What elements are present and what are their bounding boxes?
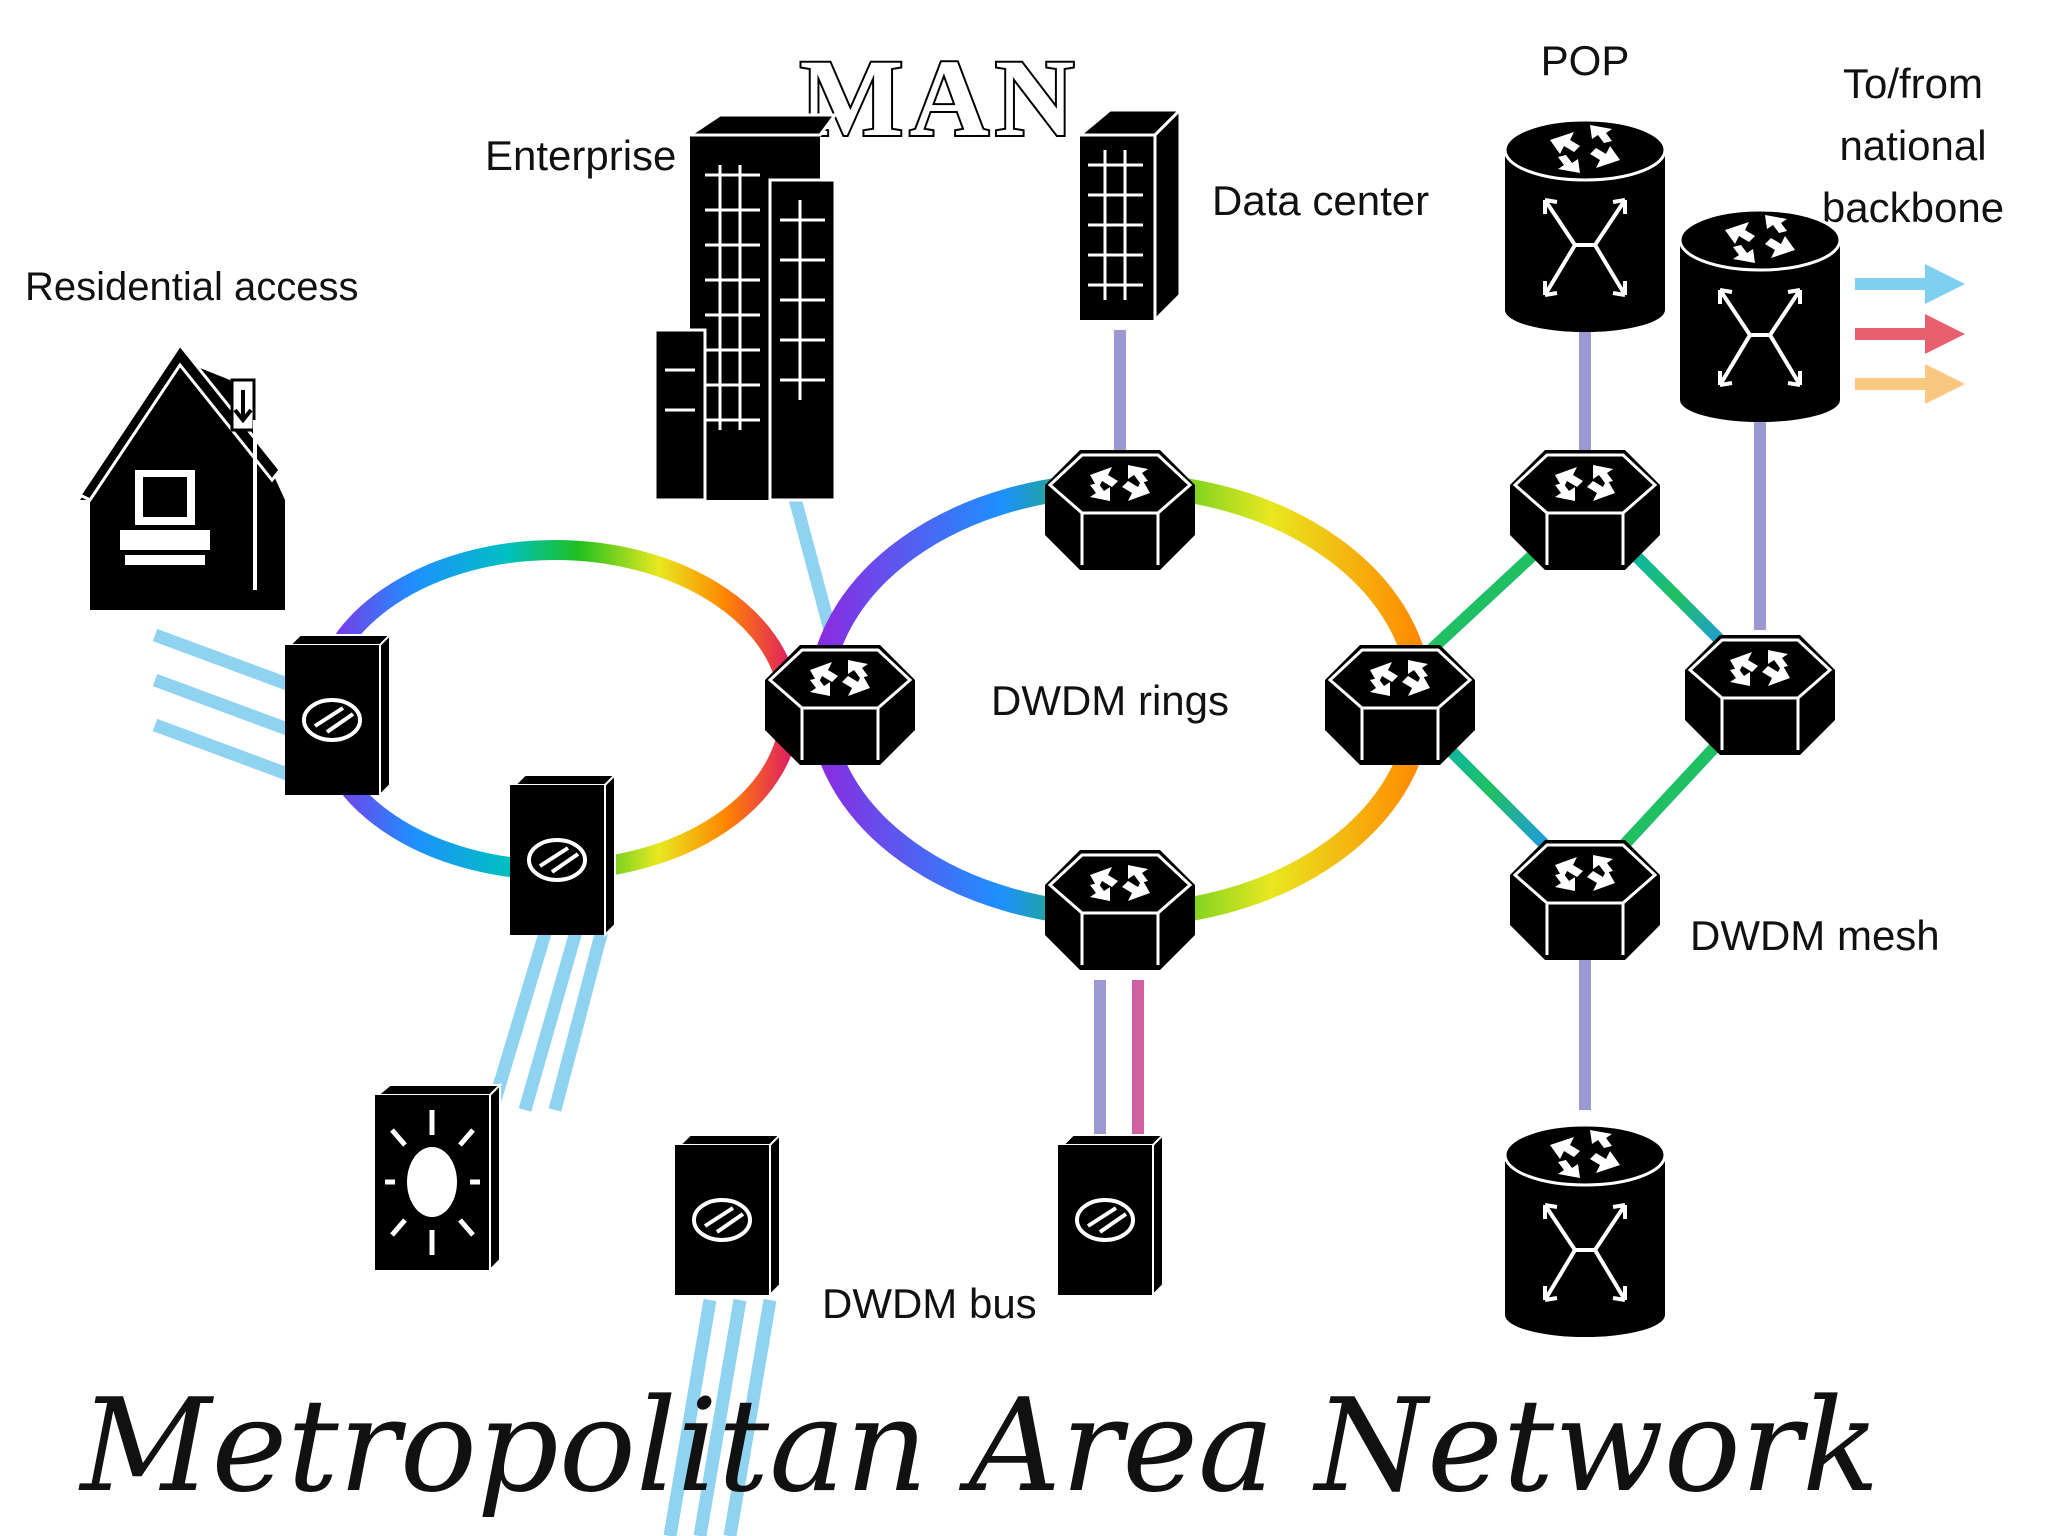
router-top[interactable]: [1043, 448, 1197, 572]
switch-residential[interactable]: [283, 633, 392, 797]
router-left-junction[interactable]: [763, 643, 917, 767]
label-dwdm-mesh: DWDM mesh: [1690, 912, 1940, 959]
datacenter-building-icon: [1075, 106, 1184, 324]
cross-connect-bottom[interactable]: [1503, 1123, 1667, 1339]
subtitle: Metropolitan Area Network: [78, 1372, 1879, 1521]
switch-left-ring-bottom[interactable]: [508, 773, 617, 937]
router-right-junction[interactable]: [1323, 643, 1477, 767]
label-dwdm-rings: DWDM rings: [991, 677, 1229, 724]
label-enterprise: Enterprise: [485, 132, 676, 179]
label-backbone-1: To/from: [1843, 60, 1983, 107]
router-mesh-right[interactable]: [1683, 633, 1837, 757]
router-bottom[interactable]: [1043, 848, 1197, 972]
label-backbone-2: national: [1839, 122, 1986, 169]
switch-bus-left[interactable]: [673, 1133, 782, 1297]
office-building-icon: [653, 113, 838, 502]
cross-connect-pop[interactable]: [1503, 118, 1667, 334]
router-mesh-top[interactable]: [1508, 448, 1662, 572]
label-data-center: Data center: [1212, 177, 1429, 224]
label-backbone-3: backbone: [1822, 184, 2004, 231]
cross-connect-backbone[interactable]: [1678, 208, 1842, 424]
house-with-computer-icon: [77, 342, 285, 610]
router-mesh-bottom[interactable]: [1508, 838, 1662, 962]
page-title: MAN: [800, 37, 1081, 159]
star-switch-icon[interactable]: [375, 1082, 503, 1273]
label-dwdm-bus: DWDM bus: [822, 1280, 1037, 1327]
label-residential: Residential access: [25, 265, 359, 309]
switch-bus-right[interactable]: [1056, 1133, 1165, 1297]
backbone-arrows: [1855, 264, 1965, 404]
label-pop: POP: [1541, 37, 1630, 84]
